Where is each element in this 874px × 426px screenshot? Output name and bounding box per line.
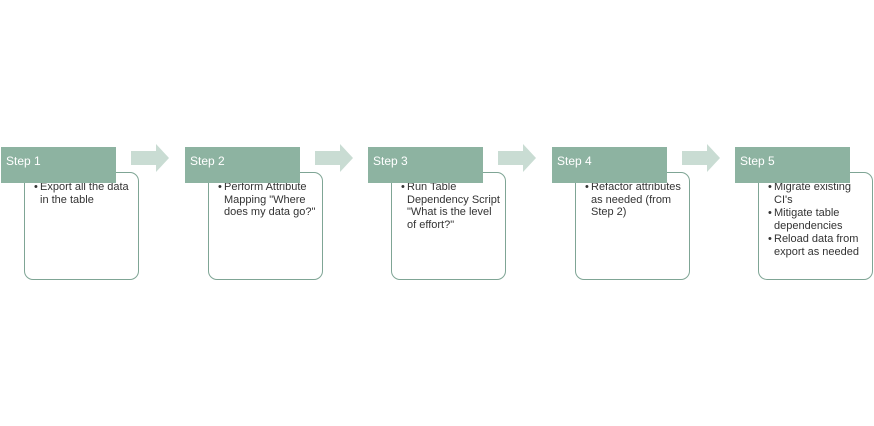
step-3: Run Table Dependency Script "What is the… <box>368 147 508 282</box>
step-2: Perform Attribute Mapping "Where does my… <box>185 147 325 282</box>
step-3-bullets: Run Table Dependency Script "What is the… <box>401 181 501 231</box>
step-3-header: Step 3 <box>368 147 483 183</box>
step-1-header: Step 1 <box>1 147 116 183</box>
step-4: Refactor attributes as needed (from Step… <box>552 147 692 282</box>
step-5: Migrate existing CI's Mitigate table dep… <box>735 147 874 282</box>
step-1-bullet-1: Export all the data in the table <box>34 181 134 206</box>
step-5-bullet-1: Migrate existing CI's <box>768 181 868 206</box>
step-5-bullet-2: Mitigate table dependencies <box>768 207 868 232</box>
step-3-body: Run Table Dependency Script "What is the… <box>391 172 506 280</box>
arrow-4-icon <box>682 144 720 172</box>
step-4-header: Step 4 <box>552 147 667 183</box>
step-1: Export all the data in the table Step 1 <box>1 147 141 282</box>
arrow-3-icon <box>498 144 536 172</box>
arrow-1-icon <box>131 144 169 172</box>
step-2-header: Step 2 <box>185 147 300 183</box>
step-4-body: Refactor attributes as needed (from Step… <box>575 172 690 280</box>
arrow-2-icon <box>315 144 353 172</box>
step-4-bullet-1: Refactor attributes as needed (from Step… <box>585 181 685 219</box>
step-1-bullets: Export all the data in the table <box>34 181 134 206</box>
step-2-bullets: Perform Attribute Mapping "Where does my… <box>218 181 318 219</box>
step-5-body: Migrate existing CI's Mitigate table dep… <box>758 172 873 280</box>
step-1-body: Export all the data in the table <box>24 172 139 280</box>
step-2-body: Perform Attribute Mapping "Where does my… <box>208 172 323 280</box>
step-4-bullets: Refactor attributes as needed (from Step… <box>585 181 685 219</box>
step-5-bullets: Migrate existing CI's Mitigate table dep… <box>768 181 868 258</box>
step-2-bullet-1: Perform Attribute Mapping "Where does my… <box>218 181 318 219</box>
step-3-bullet-1: Run Table Dependency Script "What is the… <box>401 181 501 231</box>
step-5-header: Step 5 <box>735 147 850 183</box>
step-5-bullet-3: Reload data from export as needed <box>768 233 868 258</box>
